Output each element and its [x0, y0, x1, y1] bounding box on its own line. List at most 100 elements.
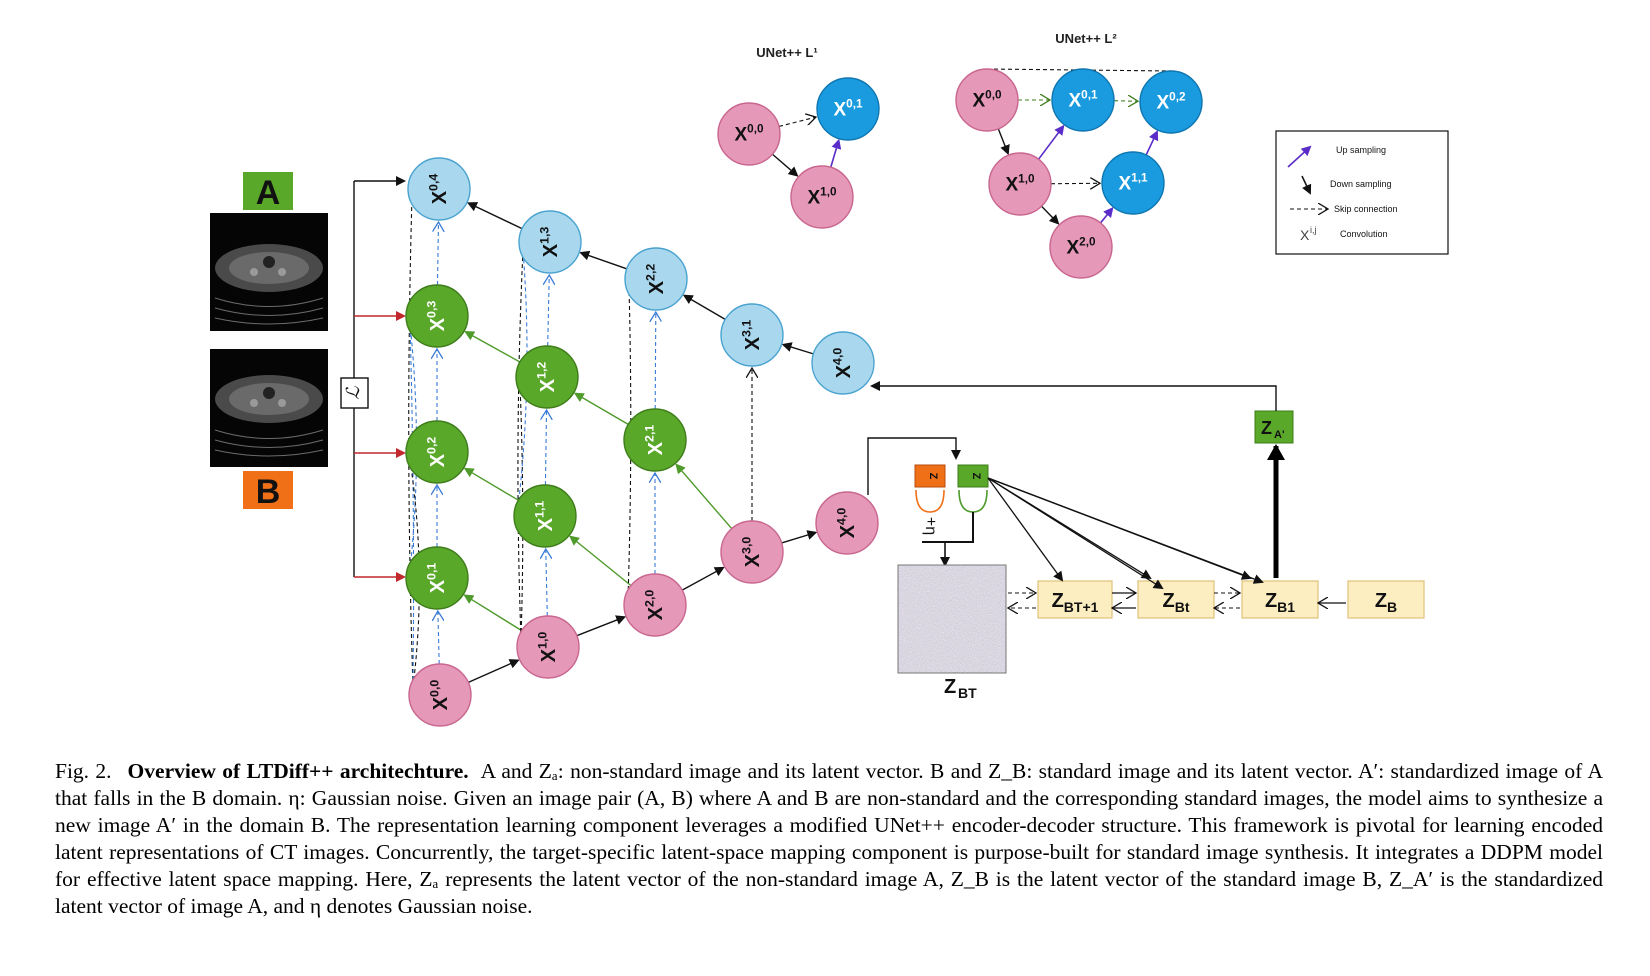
- inset-l2-title: UNet++ L²: [1055, 31, 1117, 46]
- edge-x31-x22: [682, 294, 726, 320]
- label-a: A: [256, 174, 281, 212]
- node-x40b-label: X4,0: [831, 348, 855, 379]
- node-x40a-circle: [815, 491, 879, 555]
- latent-box-zbt: ZBt: [1137, 580, 1215, 619]
- node-b00-label: X0,0: [972, 89, 1001, 112]
- skip-arc-x10-x13: [517, 249, 524, 640]
- node-x04-label: X0,4: [427, 174, 451, 205]
- legend-downsampling-label: Down sampling: [1330, 179, 1392, 189]
- l2-edge-skip-2: [1113, 101, 1138, 102]
- node-b10-label: X1,0: [1005, 173, 1034, 196]
- node-x13-label: X1,3: [538, 227, 562, 258]
- latent-box-zbt-label: ZBt: [1163, 590, 1190, 615]
- node-b11: X1,1: [1101, 151, 1165, 215]
- za-concat-arc: [958, 489, 988, 513]
- node-x20-circle: [623, 573, 687, 637]
- node-b00: X0,0: [955, 68, 1019, 132]
- node-b00-circle: [955, 68, 1019, 132]
- za-prime-box: [1254, 410, 1294, 444]
- node-b10: X1,0: [988, 152, 1052, 216]
- zbt-caption-base: Z: [944, 676, 956, 698]
- l2-edge-up-2: [1099, 207, 1114, 224]
- edge-x30-x21: [675, 463, 733, 530]
- inset-l1-title: UNet++ L¹: [756, 45, 817, 60]
- skip-x21-x22: [655, 312, 656, 410]
- skip-x00-x01: [438, 611, 439, 665]
- caption-title: Overview of LTDiff++ architechture.: [127, 759, 469, 783]
- skip-arc-x00-x03: [409, 323, 415, 688]
- za-to-zbt1-arrow: [987, 477, 1064, 582]
- node-x03: X0,3: [405, 284, 469, 348]
- inset-l1-nodes: X0,0X1,0X0,1: [717, 77, 880, 229]
- node-b20: X2,0: [1049, 215, 1113, 279]
- latent-box-zb-label: ZB: [1375, 590, 1397, 615]
- node-a00-circle: [717, 102, 781, 166]
- label-b-box: [243, 471, 293, 509]
- edge-x22-x13: [579, 250, 627, 270]
- zbt-caption-sub: BT: [958, 685, 977, 701]
- node-x01-circle: [405, 546, 469, 610]
- node-x13: X1,3: [518, 210, 582, 274]
- node-x22-label: X2,2: [644, 264, 668, 295]
- node-x21-circle: [623, 408, 687, 472]
- node-x30-label: X3,0: [740, 537, 764, 568]
- legend-convolution-label: Convolution: [1340, 229, 1388, 239]
- l1-edge-up: [830, 138, 842, 168]
- label-a-box: [243, 172, 293, 210]
- node-a01-circle: [816, 77, 880, 141]
- loss-group: ℒ: [340, 176, 406, 582]
- node-a10-circle: [790, 165, 854, 229]
- l2-edge-up-1: [1037, 124, 1065, 160]
- latent-box-zb1-rect: [1241, 580, 1319, 619]
- l2-edge-up-3: [1145, 130, 1159, 156]
- ct-image-b: [210, 349, 328, 467]
- node-b01-label: X0,1: [1068, 89, 1097, 112]
- za-prime-sub: A': [1274, 429, 1285, 441]
- node-x02: X0,2: [405, 420, 469, 484]
- node-x10-label: X1,0: [536, 632, 560, 663]
- latent-box-zbt1-label: ZBT+1: [1052, 590, 1099, 615]
- l1-edge-down: [772, 153, 799, 177]
- main-edges: [408, 196, 818, 688]
- edge-x40b-x31: [781, 342, 814, 355]
- legend-skip-label: Skip connection: [1334, 204, 1398, 214]
- node-x21: X2,1: [623, 408, 687, 472]
- l2-edge-down-2: [1041, 205, 1060, 225]
- edge-x11-x02: [463, 467, 519, 501]
- node-x12-label: X1,2: [535, 362, 559, 393]
- small-zb-box: [914, 464, 946, 488]
- node-a01: X0,1: [816, 77, 880, 141]
- node-x21-label: X2,1: [643, 425, 667, 456]
- legend: Up sampling Down sampling Skip connectio…: [1275, 130, 1449, 255]
- edge-x10-x20: [576, 615, 627, 637]
- edge-x30-x40a: [781, 530, 818, 544]
- small-za-label: Z: [970, 473, 982, 480]
- node-x31-circle: [720, 303, 784, 367]
- loss-box: [340, 377, 369, 409]
- node-x12-circle: [515, 345, 579, 409]
- node-x30: X3,0: [720, 520, 784, 584]
- node-x11-circle: [513, 484, 577, 548]
- node-x00-circle: [408, 663, 472, 727]
- node-x31-label: X3,1: [740, 320, 764, 351]
- node-x01: X0,1: [405, 546, 469, 610]
- edge-x13-x04: [466, 202, 523, 230]
- node-x30-circle: [720, 520, 784, 584]
- node-a10-label: X1,0: [807, 186, 836, 209]
- node-x00: X0,0: [408, 663, 472, 727]
- skip-x11-x12: [545, 410, 546, 486]
- edge-x20-x30: [681, 566, 725, 591]
- node-x22: X2,2: [624, 247, 688, 311]
- skip-x12-x13: [548, 275, 550, 347]
- node-x10-circle: [516, 615, 580, 679]
- node-x13-circle: [518, 210, 582, 274]
- legend-downsampling-icon: [1301, 175, 1312, 195]
- label-b: B: [256, 473, 281, 511]
- node-x04-circle: [407, 157, 471, 221]
- edge-x00-x10: [468, 659, 520, 684]
- ct-image-a: [210, 213, 328, 331]
- node-b01-circle: [1051, 68, 1115, 132]
- latent-box-zb-rect: [1347, 580, 1425, 619]
- za-to-zb1-arrow-b: [987, 477, 1264, 584]
